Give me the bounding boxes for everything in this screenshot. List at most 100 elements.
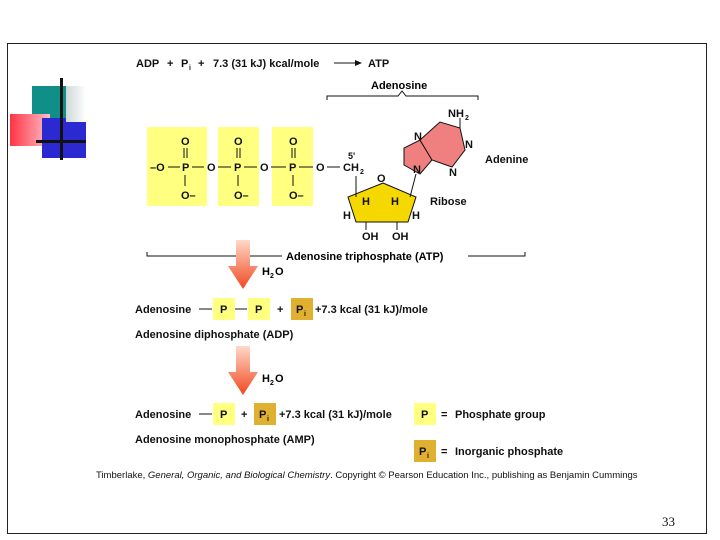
bridge-o-2: O — [260, 162, 269, 174]
adp-adenosine: Adenosine — [135, 304, 191, 316]
p3: P — [289, 162, 296, 174]
legend-p-box — [414, 403, 436, 425]
oh-1: OH — [362, 231, 379, 243]
water-1-o: O — [275, 266, 284, 278]
adp-p-2: P — [255, 304, 262, 316]
eq-plus-1: + — [167, 58, 173, 70]
amp-energy: +7.3 kcal (31 kJ)/mole — [279, 409, 392, 421]
oh-2: OH — [392, 231, 409, 243]
ribose-label: Ribose — [430, 196, 467, 208]
amp-pi: P — [259, 409, 266, 421]
p1-bottom-o: O– — [181, 190, 196, 202]
adenosine-label: Adenosine — [371, 80, 427, 92]
legend-pi-sub: i — [427, 453, 429, 460]
amp-name: Adenosine monophosphate (AMP) — [135, 434, 315, 446]
legend-p: P — [421, 409, 428, 421]
eq-plus-2: + — [198, 58, 204, 70]
amp-plus: + — [241, 409, 247, 421]
ring-o: O — [377, 173, 386, 185]
ring-h-2: H — [391, 196, 399, 208]
eq-adp: ADP — [136, 58, 159, 70]
hydrolysis-arrow-1 — [228, 240, 258, 289]
adp-energy: +7.3 kcal (31 kJ)/mole — [315, 304, 428, 316]
adp-plus: + — [277, 304, 283, 316]
eq-arrowhead — [355, 60, 362, 66]
p1: P — [182, 162, 189, 174]
logo-vertical-line — [60, 78, 63, 160]
adp-p-1: P — [220, 304, 227, 316]
citation: Timberlake, General, Organic, and Biolog… — [96, 470, 638, 481]
ring-h-3: H — [343, 210, 351, 222]
ring-h-1: H — [362, 196, 370, 208]
citation-book: General, Organic, and Biological Chemist… — [147, 470, 331, 481]
top-equation: ADP + P i + 7.3 (31 kJ) kcal/mole ATP — [136, 58, 389, 72]
ribose-atoms: O H H H H OH OH Ribose — [343, 173, 467, 243]
bridge-o-3: O — [316, 162, 325, 174]
water-2-sub: 2 — [270, 380, 274, 387]
legend-equals-2: = — [441, 446, 447, 458]
adenine-label: Adenine — [485, 154, 528, 166]
adp-row: Adenosine P P + P i +7.3 kcal (31 kJ)/mo… — [135, 298, 428, 341]
slide-frame — [7, 43, 707, 534]
legend-p-desc: Phosphate group — [455, 409, 546, 421]
nh2-sub: 2 — [465, 115, 469, 122]
p2-top-o: O — [234, 136, 243, 148]
bridge-o-1: O — [207, 162, 216, 174]
p3-bottom-o: O– — [289, 190, 304, 202]
adp-name: Adenosine diphosphate (ADP) — [135, 329, 294, 341]
adp-pi-sub: i — [304, 311, 306, 318]
adp-pi: P — [296, 304, 303, 316]
legend: P = Phosphate group P i = Inorganic phos… — [414, 403, 563, 462]
water-2-o: O — [275, 373, 284, 385]
water-1-sub: 2 — [270, 273, 274, 280]
grey-square — [66, 86, 86, 122]
amp-row: Adenosine P + P i +7.3 kcal (31 kJ)/mole… — [135, 403, 392, 446]
ribose-ring — [347, 182, 417, 223]
ch2: CH — [343, 162, 359, 174]
water-1-h: H — [262, 266, 270, 278]
legend-pi: P — [419, 446, 426, 458]
five-prime: 5' — [348, 151, 355, 161]
amp-pi-sub: i — [267, 416, 269, 423]
ring-h-4: H — [412, 210, 420, 222]
water-2-h: H — [262, 373, 270, 385]
p2: P — [234, 162, 241, 174]
p3-top-o: O — [289, 136, 298, 148]
phosphate-chain: O O O –O P O P O P O CH 2 5' O– O– O– — [150, 136, 364, 202]
adp-p-box-1 — [213, 298, 235, 320]
amp-p: P — [220, 409, 227, 421]
adp-p-box-2 — [248, 298, 270, 320]
hydrolysis-arrow-2 — [228, 346, 258, 395]
adp-pi-box — [291, 298, 313, 320]
n-4: N — [413, 164, 421, 176]
logo-horizontal-line — [36, 140, 86, 143]
legend-pi-desc: Inorganic phosphate — [455, 446, 563, 458]
eq-energy: 7.3 (31 kJ) kcal/mole — [213, 58, 319, 70]
decorative-logo — [10, 78, 90, 162]
legend-pi-box — [414, 440, 436, 462]
n-2: N — [465, 139, 473, 151]
page-number: 33 — [662, 514, 675, 529]
citation-prefix: Timberlake, — [96, 470, 148, 481]
glycosidic-bond — [409, 173, 417, 198]
amp-adenosine: Adenosine — [135, 409, 191, 421]
minus-o: –O — [150, 162, 165, 174]
p1-top-o: O — [181, 136, 190, 148]
adenosine-bracket — [326, 90, 479, 100]
n-3: N — [449, 167, 457, 179]
eq-atp: ATP — [368, 58, 389, 70]
eq-pi: P — [181, 58, 188, 70]
n-1: N — [414, 131, 422, 143]
amp-p-box — [213, 403, 235, 425]
amp-pi-box — [254, 403, 276, 425]
blue-square — [42, 118, 86, 158]
eq-pi-sub: i — [189, 65, 191, 72]
citation-suffix: . Copyright © Pearson Education Inc., pu… — [330, 470, 638, 481]
p2-bottom-o: O– — [234, 190, 249, 202]
adenine-atoms: NH 2 N N N N Adenine — [413, 108, 528, 179]
legend-equals-1: = — [441, 409, 447, 421]
ch2-sub: 2 — [360, 169, 364, 176]
atp-label: Adenosine triphosphate (ATP) — [286, 251, 444, 263]
nh2: NH — [448, 108, 464, 120]
